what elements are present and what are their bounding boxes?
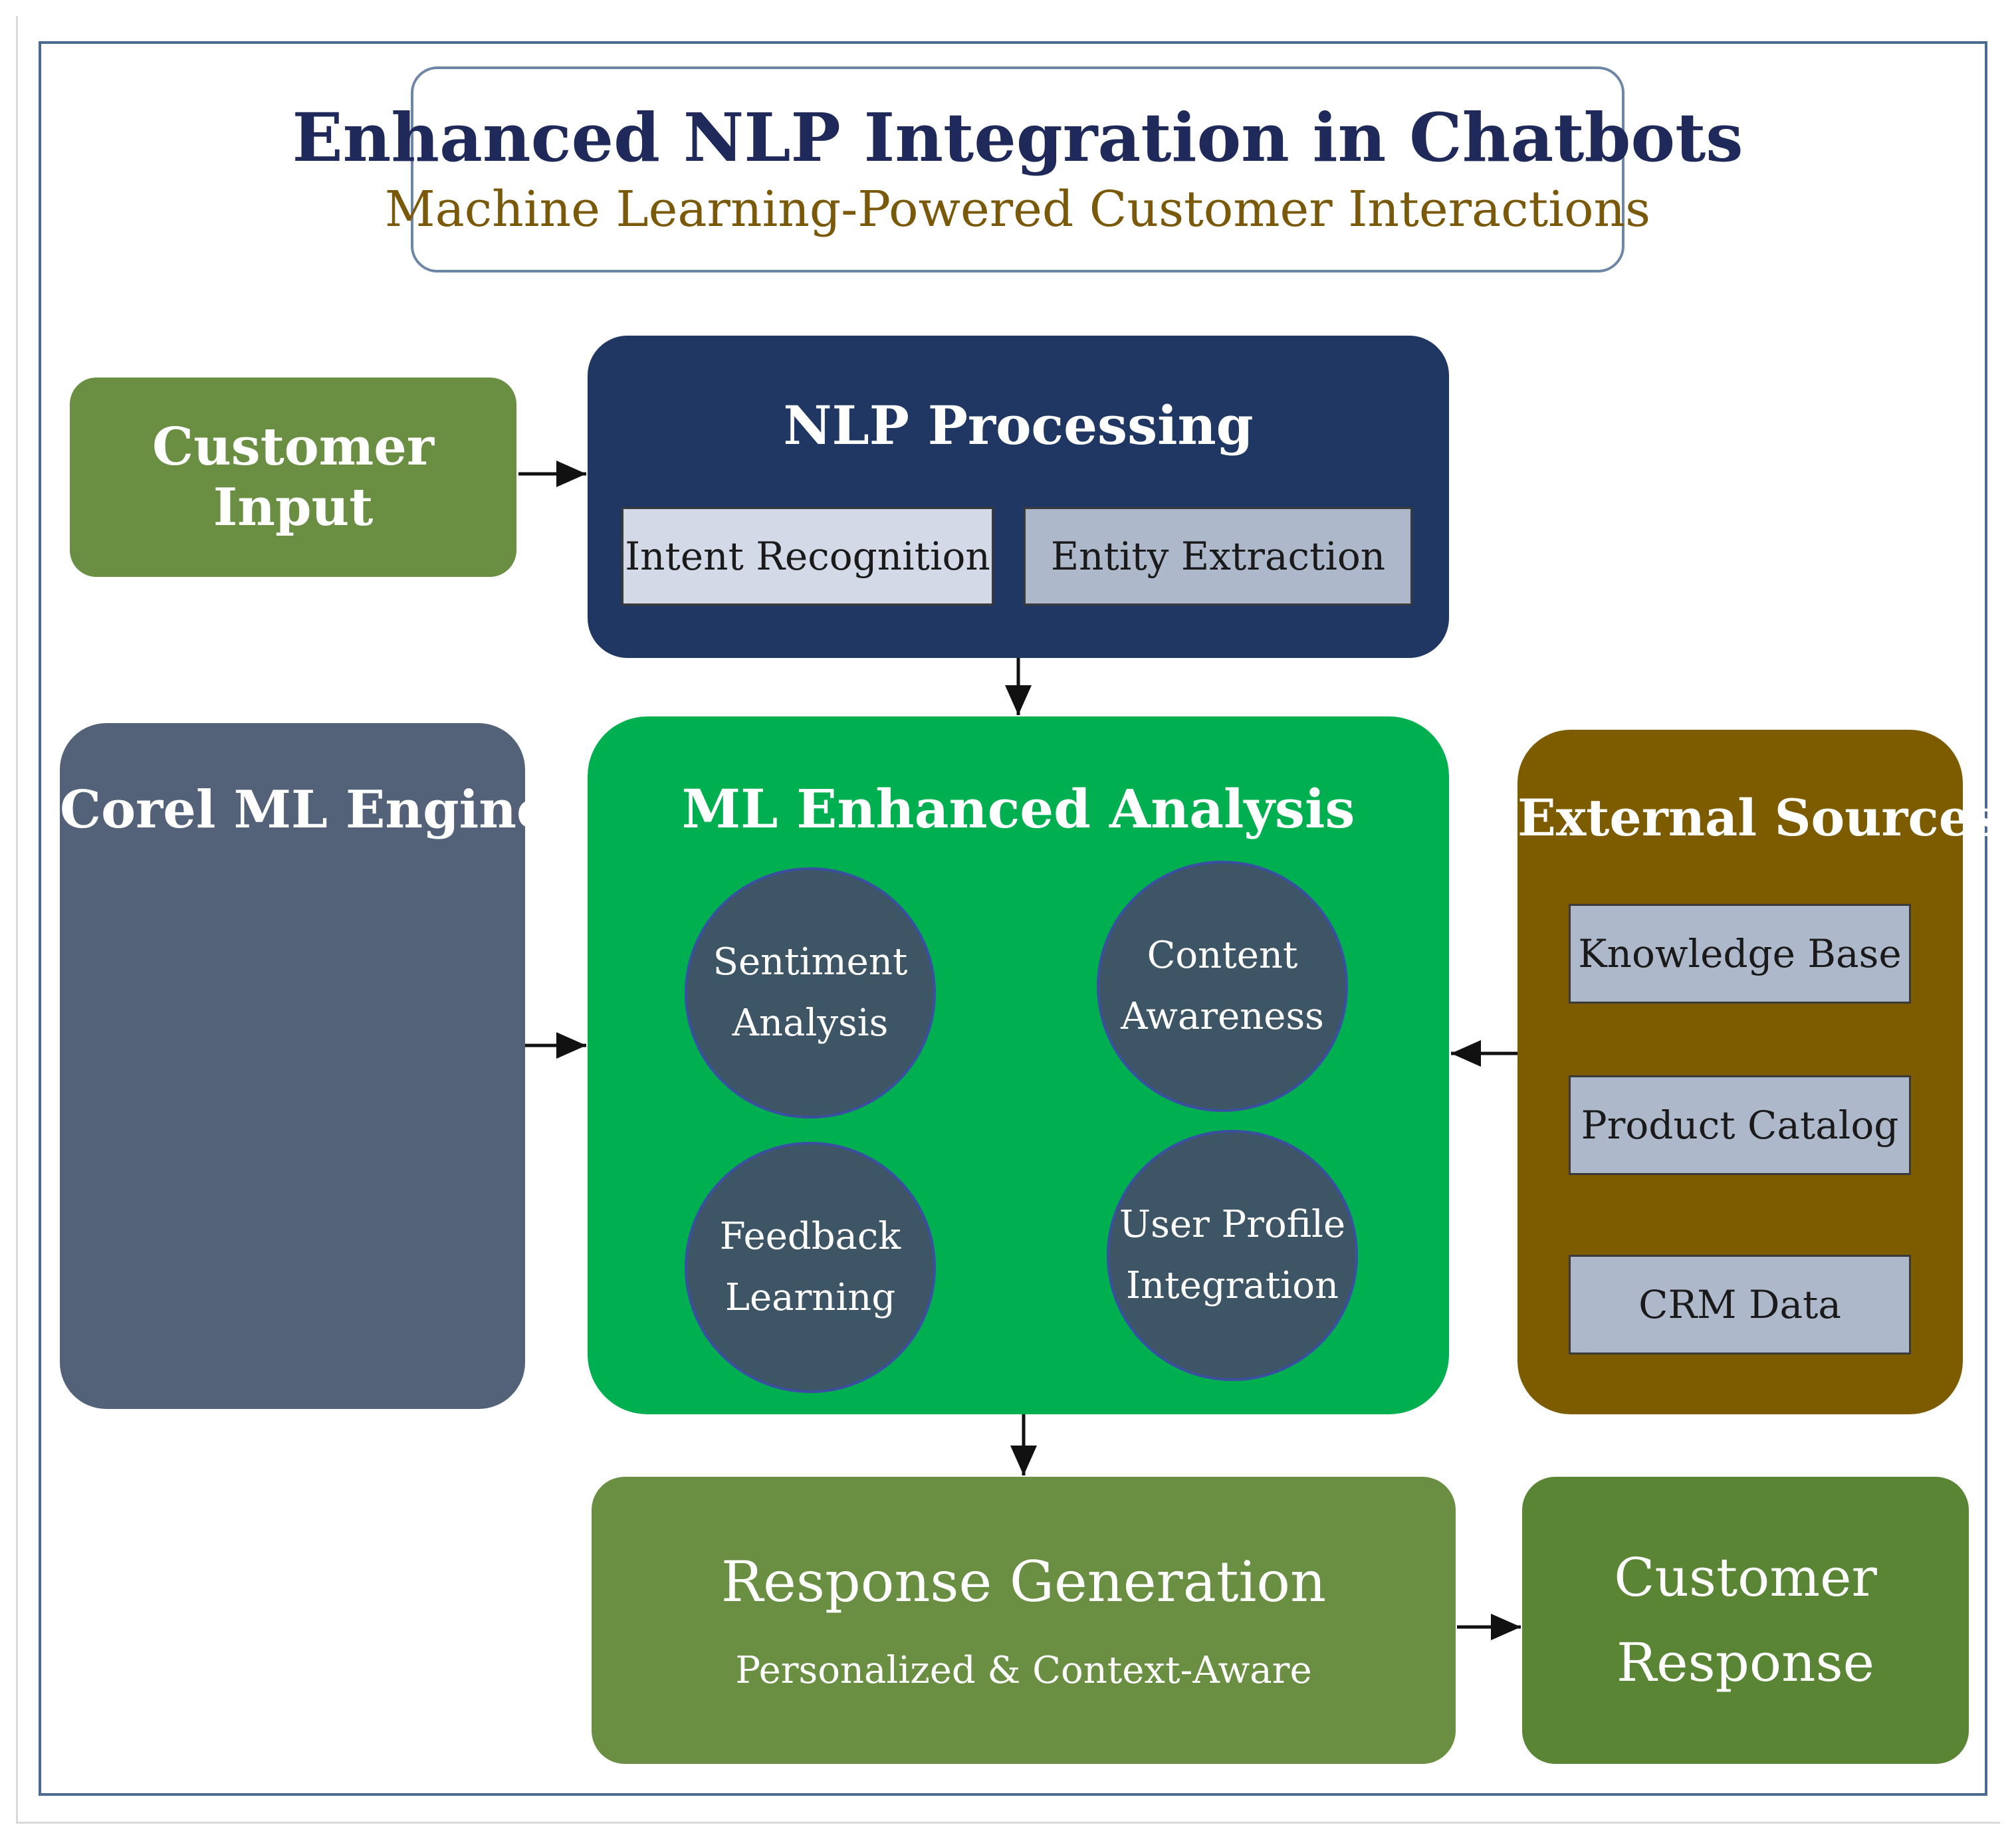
circle-label-line2: Awareness [1121,995,1324,1038]
page-shadow [16,16,2000,1824]
nlp-processing-title: NLP Processing [783,394,1254,457]
response-generation-subtitle: Personalized & Context-Aware [735,1648,1312,1692]
circle-label-line2: Learning [725,1276,896,1319]
entity-extraction-node: Entity Extraction [1024,507,1412,605]
circle-label-line2: Analysis [732,1002,889,1045]
circle-label-line1: Sentiment [713,940,908,984]
customer-response-line2: Response [1617,1632,1874,1693]
response-generation-title: Response Generation [721,1549,1327,1615]
intent-recognition-node: Intent Recognition [621,507,994,605]
content-awareness-circle: Content Awareness [1097,861,1348,1112]
circle-label-line1: Content [1147,933,1298,977]
core-ml-engine-node: Corel ML Engine [60,723,550,1409]
feedback-learning-circle: Feedback Learning [685,1142,936,1393]
user-profile-integration-circle: User Profile Integration [1107,1130,1358,1381]
sentiment-analysis-circle: Sentiment Analysis [685,867,936,1119]
customer-response-line1: Customer [1614,1547,1877,1608]
circle-label-line1: User Profile [1119,1202,1346,1246]
diagram-subtitle: Machine Learning-Powered Customer Intera… [384,181,1651,239]
core-ml-engine-title: Corel ML Engine [60,780,550,840]
external-sources-title: External Sources [1517,788,1999,847]
ml-enhanced-analysis-title: ML Enhanced Analysis [681,778,1355,840]
response-generation-node: Response Generation Personalized & Conte… [592,1477,1456,1764]
title-box: Enhanced NLP Integration in Chatbots Mac… [292,66,1743,272]
customer-input-node: Customer Input [70,378,516,577]
circle-label-line1: Feedback [719,1214,901,1258]
knowledge-base-node: Knowledge Base [1569,904,1911,1004]
circle-label-line2: Integration [1125,1264,1339,1307]
crm-data-node: CRM Data [1569,1255,1911,1354]
customer-response-node: Customer Response [1522,1477,1969,1764]
diagram-title: Enhanced NLP Integration in Chatbots [292,98,1743,177]
diagram-frame [39,41,1987,1796]
product-catalog-node: Product Catalog [1569,1075,1911,1175]
